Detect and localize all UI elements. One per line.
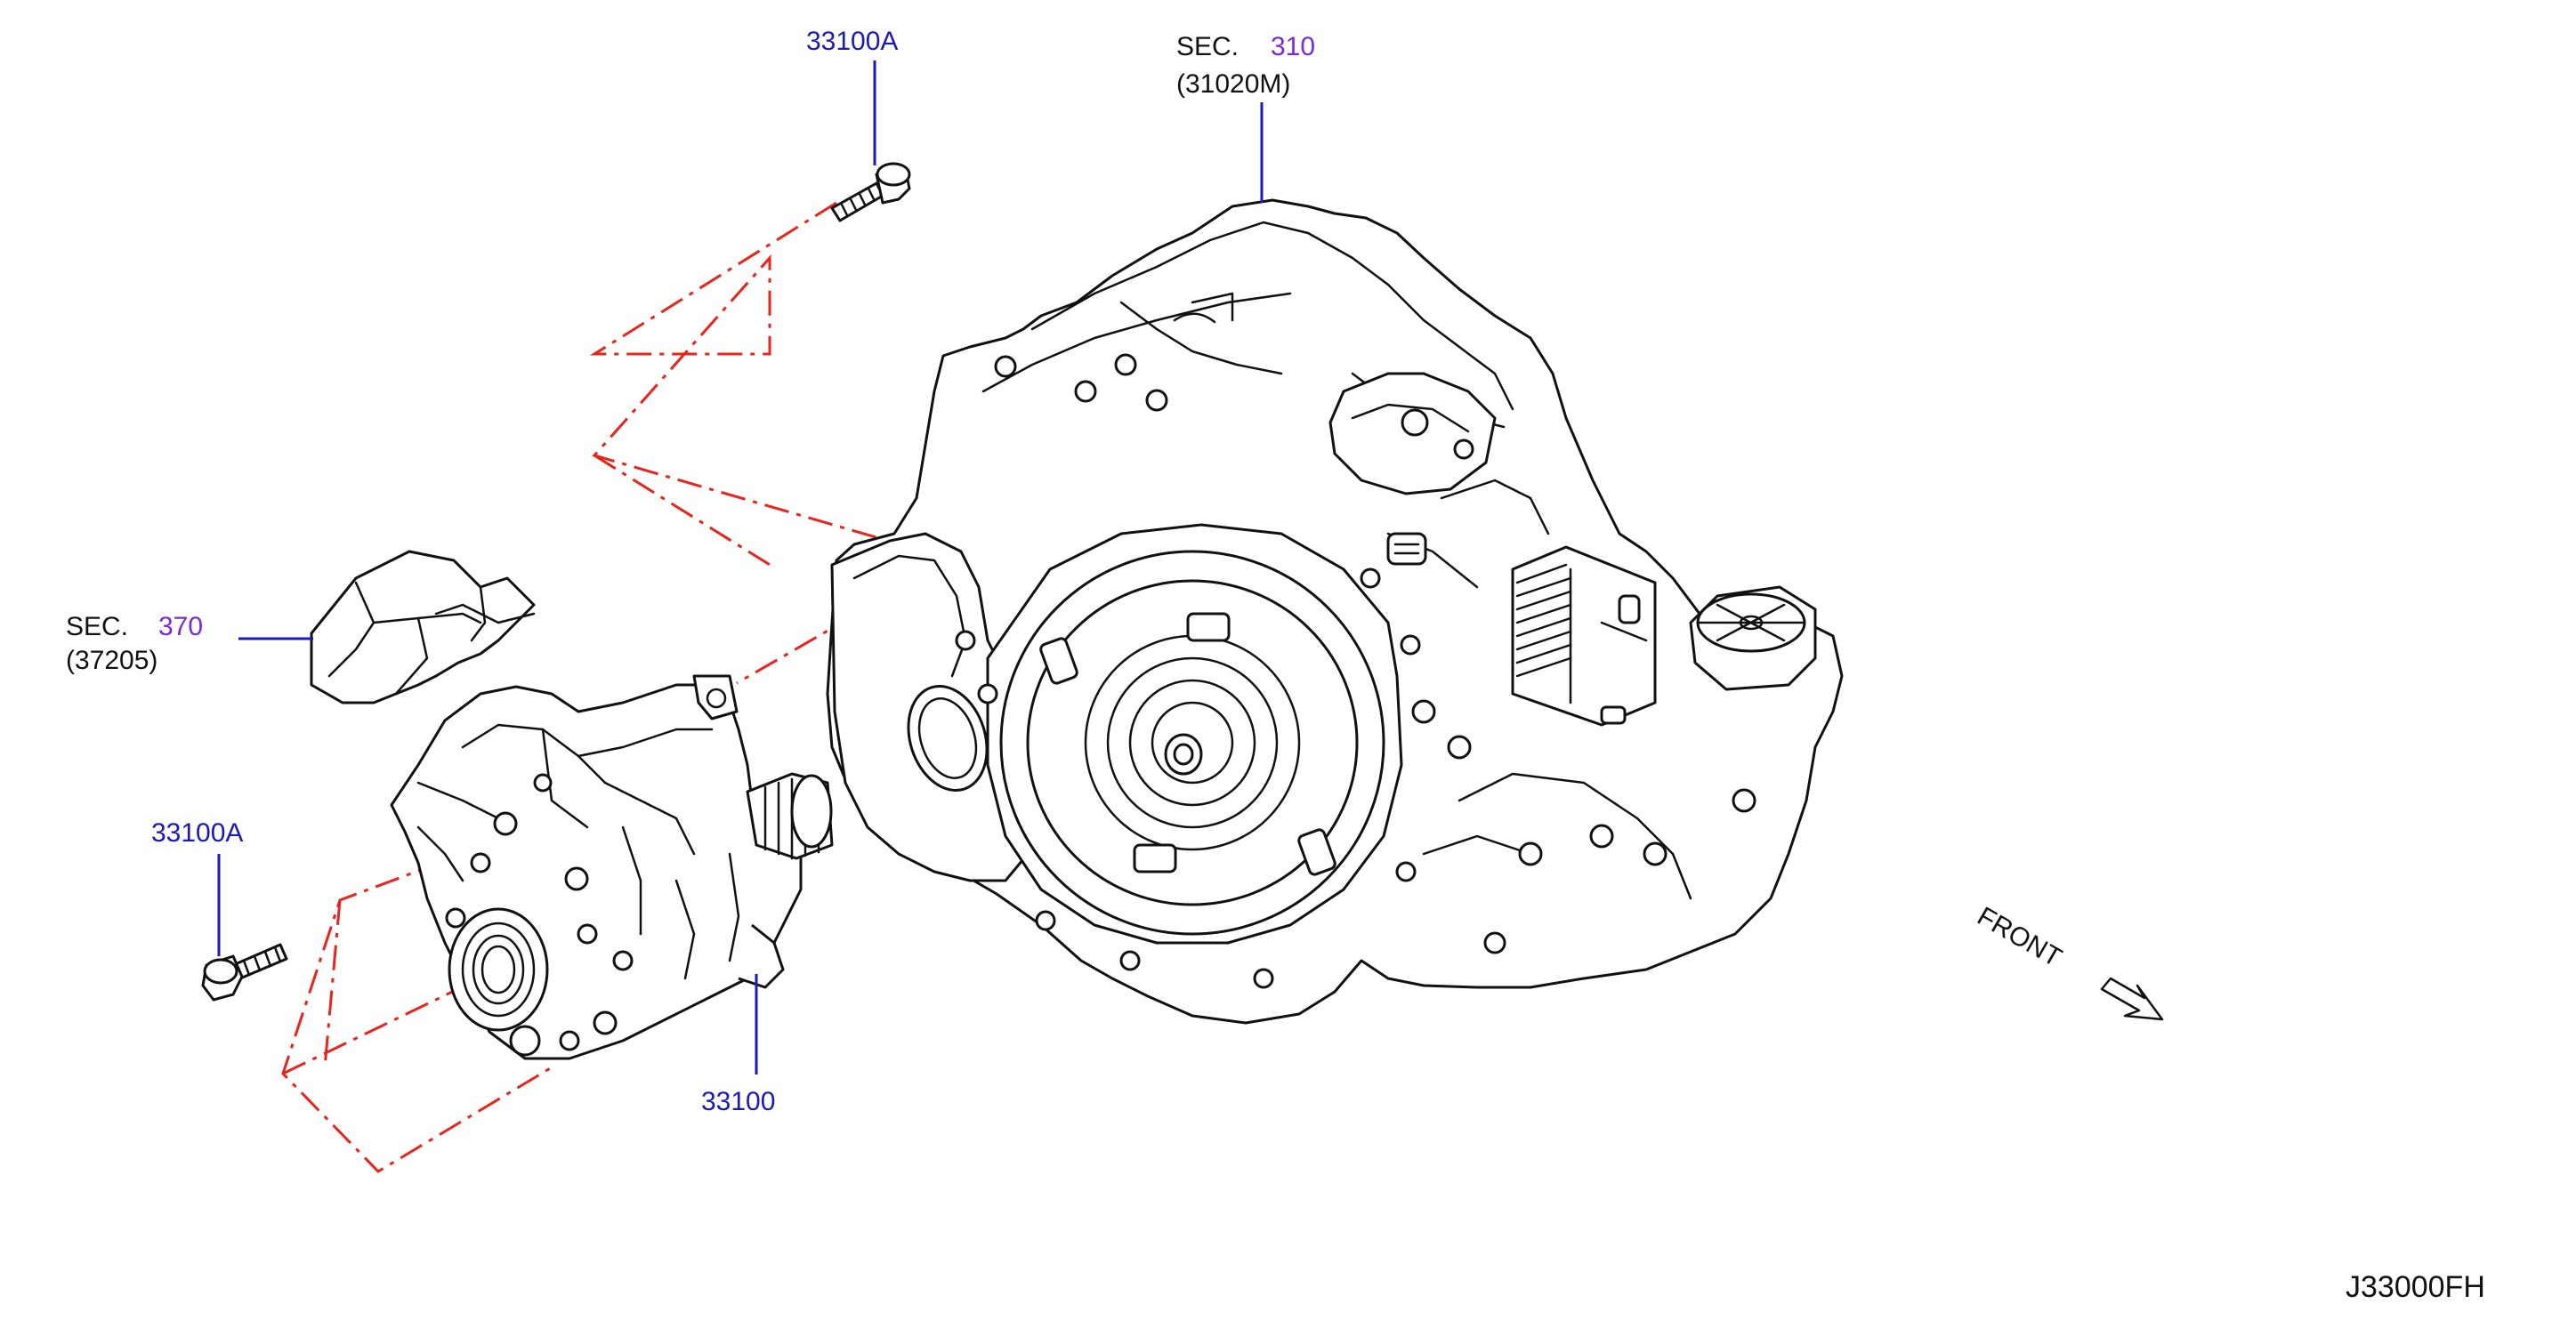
oil-cooler — [1511, 545, 1657, 727]
oil-filter-cap — [1689, 585, 1817, 691]
heat-insulator — [310, 550, 536, 704]
transfer-output-flange — [448, 907, 549, 1032]
sec370-subcode: (37205) — [66, 646, 157, 675]
callout-sec310[interactable]: SEC. 310 (31020M) — [1176, 32, 1315, 99]
front-label: FRONT — [1973, 901, 2067, 972]
transmission-assembly — [826, 198, 1844, 1025]
diagram-id: J33000FH — [2346, 1270, 2485, 1304]
front-arrow-icon — [2100, 977, 2164, 1021]
sec310-subcode: (31020M) — [1176, 69, 1290, 99]
part-label-bolt-top[interactable]: 33100A — [806, 27, 898, 56]
sec370-number[interactable]: 370 — [158, 612, 203, 641]
front-direction-indicator: FRONT — [1973, 901, 2164, 1021]
callout-sec370[interactable]: SEC. 370 (37205) — [66, 612, 203, 675]
leader-lines — [217, 60, 1264, 1075]
part-label-transfer[interactable]: 33100 — [701, 1087, 775, 1116]
sec310-number[interactable]: 310 — [1271, 32, 1315, 61]
transfer-assembly — [390, 674, 834, 1060]
bolt-top — [830, 162, 911, 222]
sec310-prefix: SEC. — [1176, 32, 1239, 61]
bolt-left — [201, 943, 288, 1002]
part-label-bolt-left[interactable]: 33100A — [151, 818, 243, 848]
sec370-prefix: SEC. — [66, 612, 128, 641]
